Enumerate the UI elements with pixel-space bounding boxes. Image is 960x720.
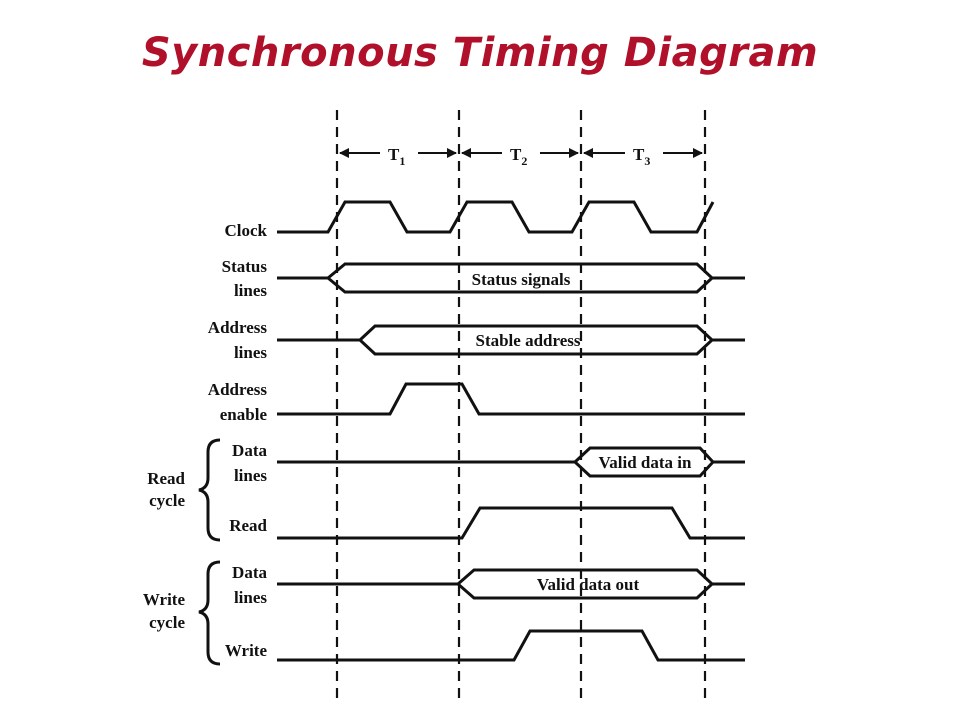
clock-label: Clock xyxy=(225,221,268,240)
read-waveform xyxy=(277,506,745,540)
page-title: Synchronous Timing Diagram xyxy=(141,30,819,76)
address-lines-label-2: lines xyxy=(234,343,267,362)
period-t2-arrow: T2 xyxy=(461,145,579,168)
read-data-bus-text: Valid data in xyxy=(599,453,692,472)
read-cycle-label-1: Read xyxy=(147,469,185,488)
clock-waveform xyxy=(277,200,715,234)
write-data-lines-label-2: lines xyxy=(234,588,267,607)
status-bus-text: Status signals xyxy=(472,270,571,289)
address-bus-text: Stable address xyxy=(475,331,580,350)
period-t1-arrow: T1 xyxy=(339,145,457,168)
write-label: Write xyxy=(225,641,268,660)
read-data-lines-label-1: Data xyxy=(232,441,267,460)
address-enable-label-2: enable xyxy=(220,405,268,424)
write-cycle-label-1: Write xyxy=(143,590,186,609)
write-data-bus-waveform xyxy=(277,568,745,600)
read-data-bus-waveform xyxy=(277,446,745,478)
read-label: Read xyxy=(229,516,267,535)
write-cycle-brace xyxy=(198,560,221,666)
write-cycle-label-2: cycle xyxy=(149,613,185,632)
read-cycle-brace xyxy=(198,438,221,542)
address-bus-waveform xyxy=(277,324,745,356)
address-lines-label-1: Address xyxy=(208,318,268,337)
read-cycle-label-2: cycle xyxy=(149,491,185,510)
address-enable-waveform xyxy=(277,382,745,416)
period-t2-label: T2 xyxy=(510,145,527,168)
address-enable-label-1: Address xyxy=(208,380,268,399)
write-data-bus-text: Valid data out xyxy=(537,575,640,594)
period-t3-label: T3 xyxy=(633,145,650,168)
status-lines-label-2: lines xyxy=(234,281,267,300)
status-bus-waveform xyxy=(277,262,745,294)
period-t3-arrow: T3 xyxy=(583,145,703,168)
write-data-lines-label-1: Data xyxy=(232,563,267,582)
period-t1-label: T1 xyxy=(388,145,405,168)
read-data-lines-label-2: lines xyxy=(234,466,267,485)
write-waveform xyxy=(277,629,745,662)
status-lines-label-1: Status xyxy=(222,257,268,276)
